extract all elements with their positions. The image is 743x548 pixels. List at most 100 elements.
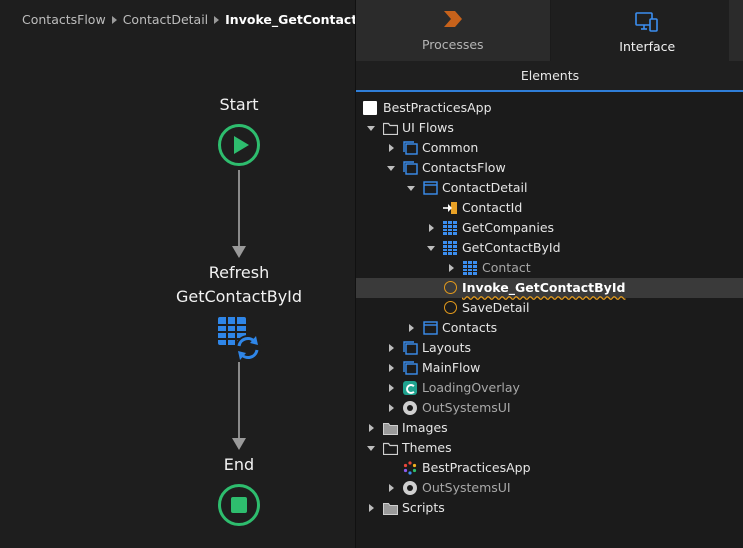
monitor-device-icon [635, 12, 659, 35]
ui-flow-icon [403, 341, 418, 355]
loading-overlay-icon [403, 381, 417, 395]
folder-icon [382, 121, 399, 136]
tree-item-label: Common [422, 140, 479, 155]
tree-item-getcontactbyid[interactable]: GetContactById [356, 238, 743, 258]
aggregate-icon [443, 241, 457, 255]
tree-item-getcompanies[interactable]: GetCompanies [356, 218, 743, 238]
chevron-right-icon[interactable] [445, 258, 457, 278]
breadcrumb-separator-icon [214, 15, 220, 24]
tree-item-label: ContactDetail [442, 180, 528, 195]
chevron-right-icon[interactable] [385, 338, 397, 358]
tree-item-label: GetCompanies [462, 220, 555, 235]
tree-item-mainflow[interactable]: MainFlow [356, 358, 743, 378]
tree-item-label: Scripts [402, 500, 445, 515]
tree-item-scripts[interactable]: Scripts [356, 498, 743, 518]
chevron-right-icon[interactable] [405, 318, 417, 338]
tab-strip-filler [729, 0, 743, 61]
elements-subheader[interactable]: Elements [356, 61, 743, 92]
start-node-icon[interactable] [218, 124, 260, 166]
flow-connector [238, 362, 240, 440]
refresh-data-icon[interactable] [217, 316, 263, 362]
tree-item-label: ContactsFlow [422, 160, 506, 175]
folder-icon [383, 501, 398, 515]
tree-item-common[interactable]: Common [356, 138, 743, 158]
chevron-down-icon[interactable] [385, 158, 397, 178]
tree-item-invoke-getcontactbyid[interactable]: Invoke_GetContactById [356, 278, 743, 298]
chevron-down-icon[interactable] [365, 118, 377, 138]
tree-item-ui-flows[interactable]: UI Flows [356, 118, 743, 138]
tab-interface[interactable]: Interface [550, 0, 743, 61]
arrowhead-icon [232, 246, 246, 258]
tab-interface-label: Interface [619, 39, 676, 54]
tree-item-contactsflow[interactable]: ContactsFlow [356, 158, 743, 178]
action-icon [444, 301, 457, 314]
tree-item-bestpracticesapp[interactable]: BestPracticesApp [356, 98, 743, 118]
tree-item-label: UI Flows [402, 120, 454, 135]
tree-item-label: OutSystemsUI [422, 400, 511, 415]
chevron-right-icon[interactable] [385, 378, 397, 398]
chevron-process-icon [442, 10, 464, 31]
tab-processes-label: Processes [421, 37, 484, 52]
tree-item-theme-bestpracticesapp[interactable]: BestPracticesApp [356, 458, 743, 478]
action-icon [444, 281, 457, 294]
tab-processes[interactable]: Processes [356, 0, 551, 61]
ui-flow-icon [403, 361, 418, 375]
tree-item-label: ContactId [462, 200, 523, 215]
tree-item-label: GetContactById [462, 240, 561, 255]
end-node-icon[interactable] [218, 484, 260, 526]
chevron-right-icon[interactable] [385, 358, 397, 378]
folder-icon [383, 421, 398, 435]
refresh-label-line1: Refresh [208, 263, 270, 282]
chevron-down-icon[interactable] [365, 438, 377, 458]
chevron-right-icon[interactable] [385, 478, 397, 498]
tree-item-contactdetail[interactable]: ContactDetail [356, 178, 743, 198]
tree-item-label: Contact [482, 260, 531, 275]
chevron-right-icon[interactable] [425, 218, 437, 238]
app-icon [363, 101, 377, 115]
tree-item-label: SaveDetail [462, 300, 530, 315]
breadcrumb-item-contactsflow[interactable]: ContactsFlow [22, 12, 106, 27]
tree-item-themes[interactable]: Themes [356, 438, 743, 458]
arrowhead-icon [232, 438, 246, 450]
ui-flow-icon [403, 141, 418, 155]
input-parameter-icon [443, 201, 457, 215]
tree-item-label: OutSystemsUI [422, 480, 511, 495]
tree-item-label: BestPracticesApp [383, 100, 492, 115]
tree-item-label: MainFlow [422, 360, 481, 375]
breadcrumb-item-contactdetail[interactable]: ContactDetail [122, 12, 209, 27]
tree-item-images[interactable]: Images [356, 418, 743, 438]
tree-item-contact[interactable]: Contact [356, 258, 743, 278]
tree-item-savedetail[interactable]: SaveDetail [356, 298, 743, 318]
tree-item-contactid[interactable]: ContactId [356, 198, 743, 218]
ui-flow-icon [403, 161, 418, 175]
tree-item-theme-outsystemsui[interactable]: OutSystemsUI [356, 478, 743, 498]
elements-tree: BestPracticesApp UI Flows Common Contact… [356, 98, 743, 518]
tree-item-label: Themes [402, 440, 452, 455]
chevron-right-icon[interactable] [365, 418, 377, 438]
tree-item-label: BestPracticesApp [422, 460, 531, 475]
flow-canvas[interactable]: ContactsFlow ContactDetail Invoke_GetCon… [0, 0, 389, 548]
end-label: End [223, 455, 255, 474]
chevron-right-icon[interactable] [385, 398, 397, 418]
screen-icon [423, 321, 438, 335]
screen-icon [423, 181, 438, 195]
chevron-right-icon[interactable] [385, 138, 397, 158]
tree-item-label: LoadingOverlay [422, 380, 520, 395]
folder-icon [382, 441, 399, 456]
panel-tabs: Processes Interface [356, 0, 743, 61]
module-reference-icon [403, 401, 417, 415]
refresh-label-line2: GetContactById [175, 287, 303, 306]
chevron-down-icon[interactable] [425, 238, 437, 258]
chevron-down-icon[interactable] [405, 178, 417, 198]
tree-item-layouts[interactable]: Layouts [356, 338, 743, 358]
tree-item-contacts[interactable]: Contacts [356, 318, 743, 338]
elements-panel: Processes Interface Elements BestPractic… [355, 0, 743, 548]
breadcrumb: ContactsFlow ContactDetail Invoke_GetCon… [22, 12, 389, 27]
tree-item-outsystemsui[interactable]: OutSystemsUI [356, 398, 743, 418]
aggregate-icon [443, 221, 457, 235]
entity-icon [463, 261, 477, 275]
breadcrumb-current: Invoke_GetContactById [225, 12, 389, 27]
tree-item-label: Contacts [442, 320, 498, 335]
tree-item-loadingoverlay[interactable]: LoadingOverlay [356, 378, 743, 398]
chevron-right-icon[interactable] [365, 498, 377, 518]
